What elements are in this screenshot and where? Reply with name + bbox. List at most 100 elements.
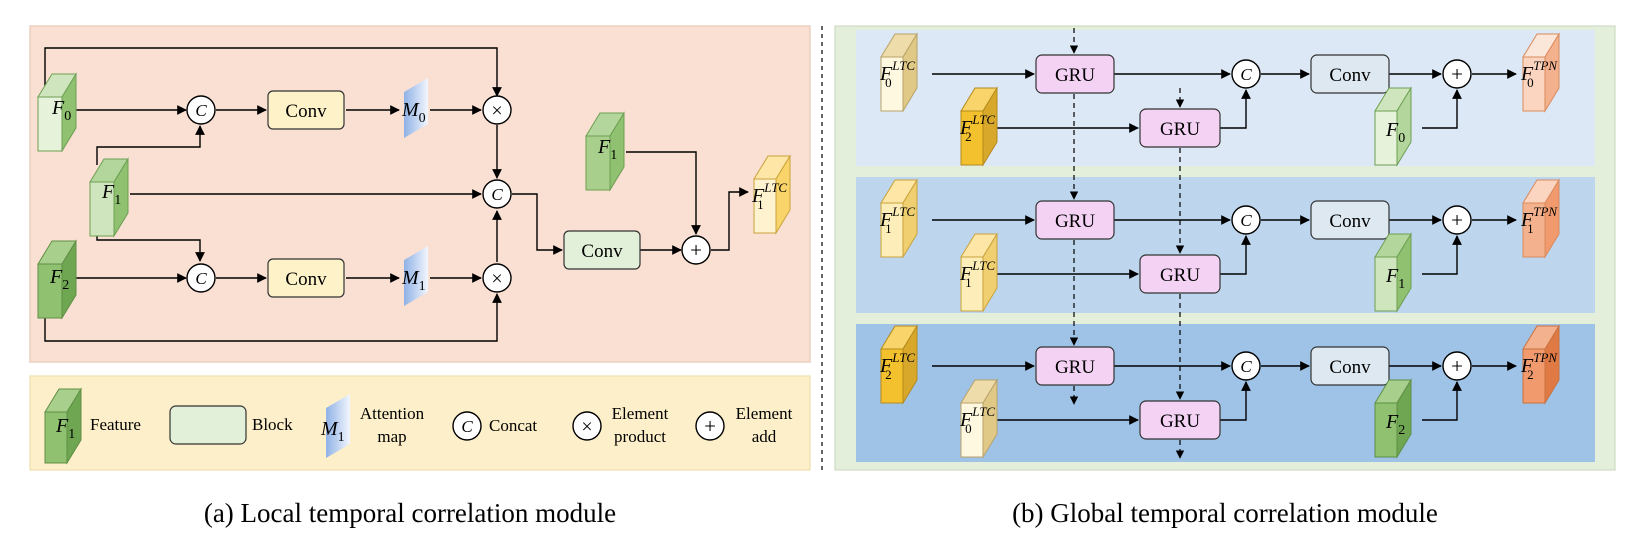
svg-text:C: C — [461, 417, 473, 436]
svg-text:C: C — [491, 185, 503, 204]
feature-f1: F1 — [89, 157, 129, 238]
feature-f0-label: F0 — [51, 97, 71, 124]
svg-text:+: + — [1451, 208, 1463, 232]
svg-text:×: × — [491, 100, 502, 122]
svg-text:+: + — [690, 238, 702, 262]
svg-text:GRU: GRU — [1160, 265, 1200, 286]
legend-attention-label-line2: map — [377, 427, 406, 446]
legend-background — [29, 375, 811, 471]
svg-text:+: + — [1451, 62, 1463, 86]
caption-panel-b: (b) Global temporal correlation module — [1012, 498, 1438, 528]
svg-text:F1: F1 — [1385, 265, 1405, 292]
svg-text:Conv: Conv — [581, 241, 623, 262]
attention-map-m1: M1 — [401, 246, 428, 306]
attention-map-m0: M0 — [401, 78, 428, 138]
legend-concat-label: Concat — [489, 416, 537, 435]
conv-block-r1: Conv — [1310, 54, 1390, 94]
legend-add-label-line2: add — [752, 427, 777, 446]
feature-f1-label: F1 — [101, 181, 121, 208]
legend-feature-icon: F1 — [44, 387, 82, 465]
svg-text:C: C — [195, 269, 207, 288]
svg-text:GRU: GRU — [1160, 119, 1200, 140]
svg-text:Conv: Conv — [1329, 65, 1371, 86]
conv-block-r2: Conv — [1310, 200, 1390, 240]
gru-block-r1-main: GRU — [1035, 54, 1115, 94]
add-circle-r3: + — [1442, 351, 1472, 381]
panel-b-recurrent-connections — [1069, 28, 1185, 459]
svg-text:Conv: Conv — [285, 101, 327, 122]
legend-product-label-line2: product — [614, 427, 666, 446]
concat-circle-r2: C — [1231, 205, 1261, 235]
concat-circle-center: C — [482, 179, 512, 209]
legend: F1 Feature Block M1 Attention map C Conc… — [29, 375, 811, 471]
concat-circle-bottom: C — [186, 263, 216, 293]
legend-feature-label: Feature — [90, 415, 141, 434]
attention-map-m0-label: M0 — [401, 99, 426, 126]
legend-product-icon: × — [572, 411, 602, 441]
svg-text:C: C — [1240, 357, 1252, 376]
feature-f2: F2 — [37, 239, 77, 320]
attention-map-m1-label: M1 — [401, 267, 426, 294]
svg-text:F0: F0 — [1385, 119, 1405, 146]
panel-b-connections — [932, 69, 1517, 425]
svg-text:+: + — [704, 414, 716, 438]
legend-block-label: Block — [252, 415, 293, 434]
gru-block-r3-main: GRU — [1035, 346, 1115, 386]
panel-a-connections — [44, 47, 749, 342]
legend-add-label-line1: Element — [736, 404, 793, 423]
gru-block-r2-aux: GRU — [1139, 254, 1221, 294]
add-circle: + — [681, 235, 711, 265]
concat-circle-r1: C — [1231, 59, 1261, 89]
gru-block-r3-aux: GRU — [1139, 400, 1221, 440]
gru-block-r2-main: GRU — [1035, 200, 1115, 240]
conv-block-bottom: Conv — [267, 258, 345, 298]
svg-text:×: × — [491, 268, 502, 290]
svg-text:C: C — [195, 101, 207, 120]
svg-text:GRU: GRU — [1055, 357, 1095, 378]
conv-block-fusion: Conv — [563, 230, 641, 270]
svg-text:Conv: Conv — [285, 269, 327, 290]
gru-block-r1-aux: GRU — [1139, 108, 1221, 148]
add-circle-r1: + — [1442, 59, 1472, 89]
legend-concat-icon: C — [452, 411, 482, 441]
feature-r2-residual: F1 — [1374, 232, 1412, 313]
svg-text:C: C — [1240, 65, 1252, 84]
panel-b: GRU GRU GRU GRU GRU GRU Conv Conv — [834, 25, 1616, 471]
add-circle-r2: + — [1442, 205, 1472, 235]
conv-block-top: Conv — [267, 90, 345, 130]
feature-r1-residual: F0 — [1374, 86, 1412, 167]
feature-f0: F0 — [37, 72, 77, 153]
legend-block-icon — [169, 405, 247, 445]
concat-circle-r3: C — [1231, 351, 1261, 381]
conv-block-r3: Conv — [1310, 346, 1390, 386]
feature-f1-residual-label: F1 — [597, 136, 617, 163]
legend-add-icon: + — [695, 411, 725, 441]
caption-panel-a: (a) Local temporal correlation module — [204, 498, 616, 528]
legend-attention-icon: M1 — [320, 394, 350, 458]
legend-product-label-line1: Element — [612, 404, 669, 423]
svg-text:F1: F1 — [55, 415, 75, 442]
svg-text:GRU: GRU — [1055, 211, 1095, 232]
svg-text:Conv: Conv — [1329, 211, 1371, 232]
svg-text:GRU: GRU — [1160, 411, 1200, 432]
